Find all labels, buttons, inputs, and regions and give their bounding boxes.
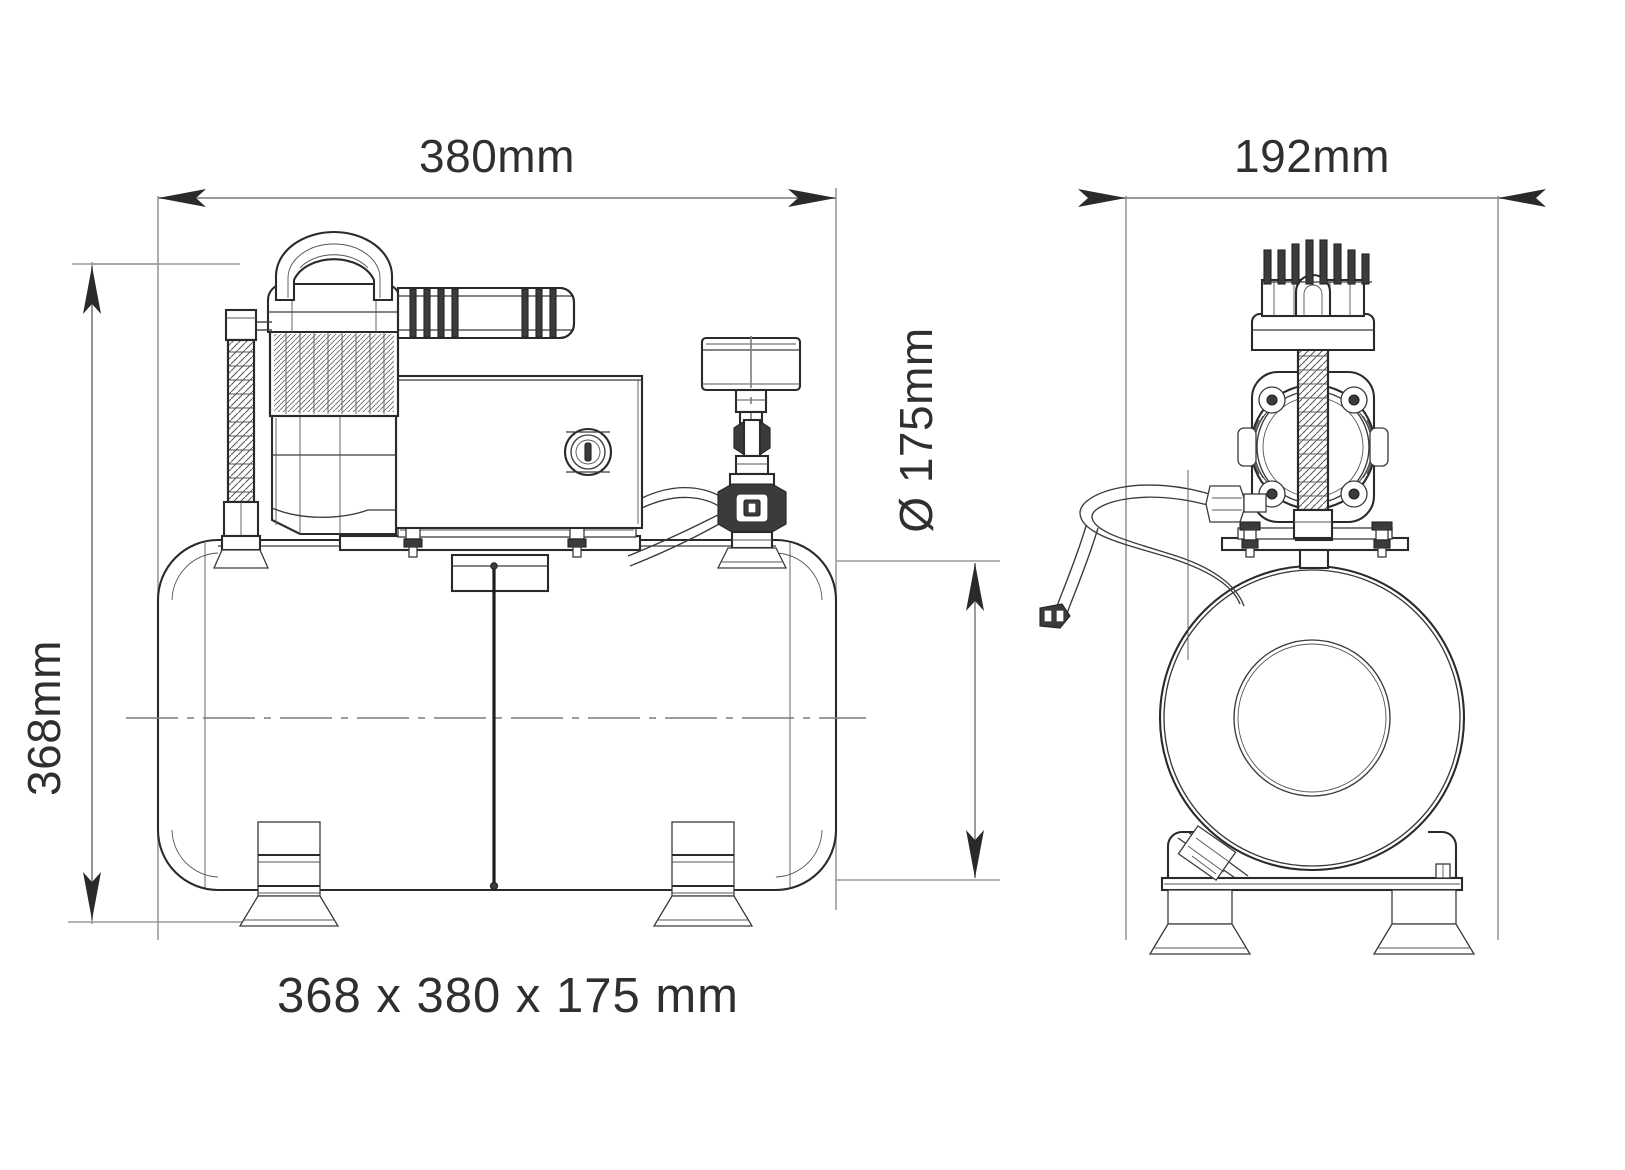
tank-end-cap (1233, 639, 1391, 797)
receiver-tank-end (1158, 564, 1466, 872)
dimension-label-192: 192mm (1234, 130, 1390, 182)
frame-bracket (1177, 824, 1237, 882)
cylinder-head-fins (1250, 239, 1376, 352)
outlet-port (563, 427, 613, 477)
mounting-foot-end-left (1148, 889, 1252, 955)
tee-fitting (716, 472, 788, 569)
carry-handle (274, 231, 394, 302)
drawing-caption: 368 x 380 x 175 mm (277, 969, 739, 1023)
mounting-foot-right (652, 821, 754, 927)
drive-belt-guard (1292, 340, 1334, 540)
air-hose (627, 487, 727, 567)
mounting-foot-left (238, 821, 340, 927)
hose-end-fitting (1039, 603, 1071, 629)
intake-filter (396, 286, 576, 340)
control-box (394, 374, 644, 530)
fin-teeth (1263, 239, 1370, 285)
support-frame (1160, 824, 1464, 892)
end-air-hose (1039, 484, 1267, 629)
end-elevation-view (1039, 239, 1476, 955)
guard-ribs (1298, 355, 1328, 497)
side-view-dimension-lines (68, 188, 1000, 940)
side-elevation-view (126, 231, 866, 927)
arrow-192-right (1498, 189, 1546, 207)
drain-valve (450, 553, 550, 891)
dimension-label-380: 380mm (419, 130, 575, 182)
riser-rib-lines (228, 351, 254, 493)
end-bolt-right (1371, 521, 1393, 558)
cooling-fins (268, 328, 400, 418)
receiver-tank (156, 538, 838, 892)
arrow-192-left (1078, 189, 1126, 207)
end-bolt-left (1239, 521, 1261, 558)
ball-valve (733, 418, 771, 476)
mounting-foot-end-right (1372, 889, 1476, 955)
ribbed-riser-pipe (212, 308, 272, 569)
end-view-dimension-lines (1078, 189, 1546, 940)
dimension-label-368: 368mm (18, 640, 70, 796)
dimension-label-175: Ø 175mm (890, 327, 942, 532)
quick-connect-coupler (1205, 485, 1267, 523)
motor-housing (266, 282, 402, 536)
